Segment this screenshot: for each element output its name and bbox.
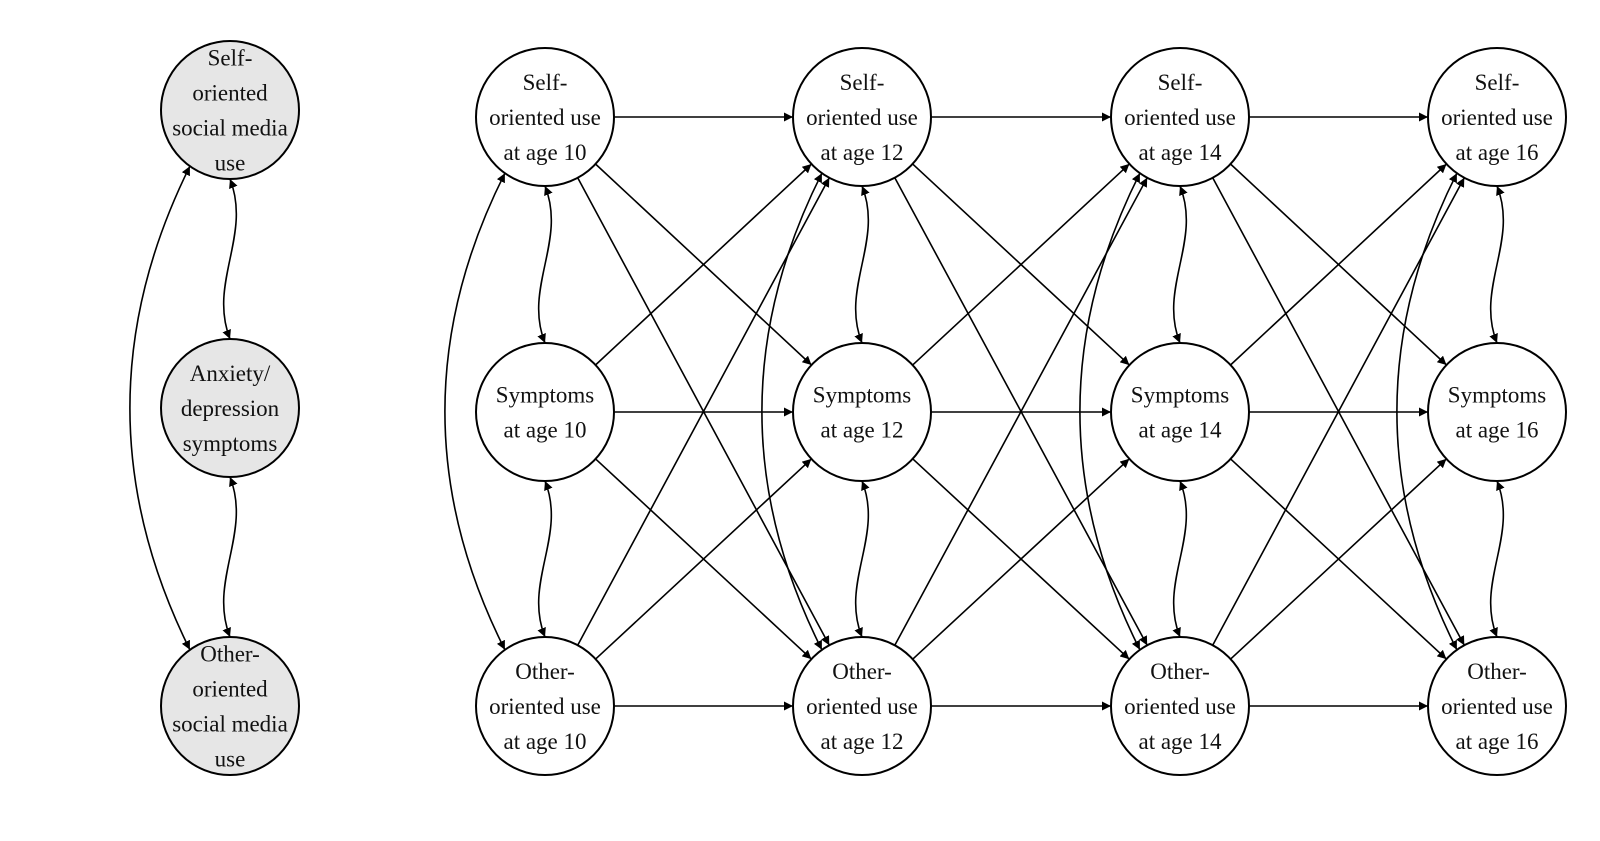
node-label-line: oriented: [192, 81, 268, 106]
node-label-line: Symptoms: [1448, 383, 1546, 408]
path-arrow-O12-S14: [894, 177, 1148, 646]
node-l-self: Self-oriented social media use: [160, 40, 300, 180]
covariance-arrow-S10-O10: [444, 172, 506, 651]
node-label-line: Symptoms: [1131, 383, 1229, 408]
node-circle: [160, 636, 300, 776]
covariance-arrow-S12-Y12: [854, 185, 870, 344]
node-label-line: Symptoms: [813, 383, 911, 408]
node-label-line: at age 16: [1455, 418, 1538, 443]
node-o14: Other-oriented use at age 14: [1110, 636, 1250, 776]
path-arrow-Y12-S14: [912, 163, 1130, 366]
covariance-arrow-S14-Y14: [1172, 185, 1188, 344]
covariance-arrow-Y16-O16: [1489, 480, 1505, 638]
node-circle: [1427, 342, 1567, 482]
node-label-line: Symptoms: [496, 383, 594, 408]
node-label-line: Self-: [1475, 70, 1520, 95]
path-arrow-O14-S16: [1211, 177, 1466, 646]
covariance-arrow-Y10-O10: [537, 480, 553, 638]
node-label-line: Other-: [515, 659, 575, 684]
node-circle: [1427, 47, 1567, 187]
node-o12: Other-oriented use at age 12: [792, 636, 932, 776]
node-circle: [792, 342, 932, 482]
node-label-line: Other-: [1150, 659, 1210, 684]
node-label-line: Self-: [523, 70, 568, 95]
node-circle: [1110, 636, 1250, 776]
node-s12: Self-oriented use at age 12: [792, 47, 932, 187]
covariance-arrow-Y12-O12: [854, 480, 870, 638]
node-label-line: at age 14: [1138, 418, 1222, 443]
node-label-line: at age 16: [1455, 729, 1538, 754]
node-label-line: oriented use: [489, 694, 601, 719]
covariance-arrow-L_self-L_other: [129, 165, 191, 651]
node-label-line: oriented use: [1124, 105, 1236, 130]
node-label-line: use: [215, 151, 246, 176]
node-label-line: at age 10: [503, 729, 586, 754]
node-circle: [1110, 342, 1250, 482]
node-l-other: Other-oriented social media use: [160, 636, 300, 776]
node-circle: [1110, 47, 1250, 187]
node-label-line: at age 14: [1138, 140, 1222, 165]
node-circle: [792, 47, 932, 187]
node-label-line: Self-: [1158, 70, 1203, 95]
node-label-line: symptoms: [183, 431, 278, 456]
node-label-line: at age 12: [820, 729, 903, 754]
node-label-line: oriented use: [1441, 105, 1553, 130]
node-label-line: use: [215, 747, 246, 772]
node-label-line: Self-: [840, 70, 885, 95]
path-arrow-O10-S12: [576, 177, 831, 646]
node-label-line: depression: [181, 396, 280, 421]
node-label-line: oriented use: [806, 105, 918, 130]
node-circle: [792, 636, 932, 776]
node-label-line: at age 12: [820, 140, 903, 165]
path-arrow-O12-Y14: [912, 458, 1130, 660]
node-label-line: oriented use: [806, 694, 918, 719]
covariance-arrow-S10-Y10: [537, 185, 553, 344]
node-label-line: at age 12: [820, 418, 903, 443]
node-label-line: Other-: [200, 642, 260, 667]
node-circle: [475, 636, 615, 776]
node-label-line: Anxiety/: [190, 361, 271, 386]
node-o16: Other-oriented use at age 16: [1427, 636, 1567, 776]
node-label-line: Other-: [832, 659, 892, 684]
node-label-line: Self-: [208, 46, 253, 71]
node-label-line: oriented use: [1124, 694, 1236, 719]
node-label-line: at age 14: [1138, 729, 1222, 754]
node-s10: Self-oriented use at age 10: [475, 47, 615, 187]
covariance-arrow-L_self-L_anx: [222, 178, 238, 340]
path-arrow-O10-Y12: [595, 458, 812, 660]
node-l-anx: Anxiety/depression symptoms: [160, 338, 300, 478]
node-label-line: oriented use: [1441, 694, 1553, 719]
node-label-line: at age 10: [503, 418, 586, 443]
covariance-arrow-L_anx-L_other: [222, 476, 238, 638]
node-y14: Symptoms at age 14: [1110, 342, 1250, 482]
node-label-line: at age 10: [503, 140, 586, 165]
covariance-arrow-S16-Y16: [1489, 185, 1505, 344]
node-circle: [475, 47, 615, 187]
node-y10: Symptoms at age 10: [475, 342, 615, 482]
node-s16: Self-oriented use at age 16: [1427, 47, 1567, 187]
node-label-line: social media: [172, 712, 288, 737]
path-arrow-Y14-S16: [1229, 163, 1448, 366]
node-s14: Self-oriented use at age 14: [1110, 47, 1250, 187]
node-label-line: social media: [172, 116, 288, 141]
path-arrow-O14-Y16: [1230, 458, 1447, 660]
node-label-line: Other-: [1467, 659, 1527, 684]
node-y16: Symptoms at age 16: [1427, 342, 1567, 482]
node-circle: [160, 40, 300, 180]
node-label-line: oriented: [192, 677, 268, 702]
node-circle: [475, 342, 615, 482]
covariance-arrow-Y14-O14: [1172, 480, 1188, 638]
node-circle: [1427, 636, 1567, 776]
path-arrow-Y10-S12: [594, 163, 813, 366]
node-o10: Other-oriented use at age 10: [475, 636, 615, 776]
node-y12: Symptoms at age 12: [792, 342, 932, 482]
node-circle: [160, 338, 300, 478]
node-label-line: oriented use: [489, 105, 601, 130]
edges-layer: [129, 112, 1505, 711]
node-label-line: at age 16: [1455, 140, 1538, 165]
